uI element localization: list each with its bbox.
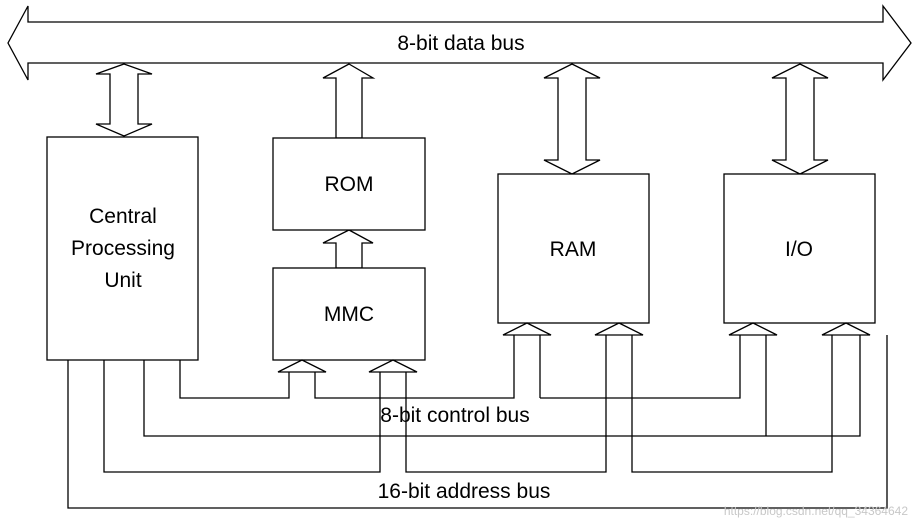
mmc-address-arrow — [368, 359, 418, 373]
rom-label: ROM — [325, 173, 374, 196]
cpu-label-line3: Unit — [104, 269, 142, 292]
mmc-control-arrow-1 — [277, 359, 327, 373]
rom-data-arrow — [322, 63, 376, 139]
io-data-arrow — [771, 63, 829, 175]
io-block — [723, 173, 876, 324]
cpu-block — [46, 136, 199, 361]
watermark: https://blog.csdn.net/qq_34364642 — [724, 504, 908, 518]
ram-label: RAM — [550, 238, 597, 261]
rom-block — [272, 137, 426, 231]
bus-mmc-4 — [405, 335, 607, 473]
bus-cpu-2 — [143, 335, 861, 437]
io-label: I/O — [785, 238, 813, 261]
io-arrow-right — [821, 322, 871, 336]
cpu-label-line1: Central — [89, 205, 157, 228]
ram-data-arrow — [543, 63, 601, 175]
io-wire-a — [540, 335, 741, 399]
ram-arrow-left — [502, 322, 552, 336]
ram-block — [497, 173, 650, 324]
data-bus-arrow — [7, 4, 912, 82]
cpu-label-line2: Processing — [71, 237, 175, 260]
bus-cpu-3 — [103, 360, 381, 473]
io-arrow-left — [728, 322, 778, 336]
data-bus-label: 8-bit data bus — [397, 32, 524, 55]
cpu-data-arrow — [95, 63, 153, 137]
address-bus-outer — [67, 335, 888, 509]
address-bus-label: 16-bit address bus — [378, 480, 551, 503]
control-bus-mmc-right — [314, 335, 515, 399]
ram-wire-b — [631, 335, 833, 473]
mmc-label: MMC — [324, 303, 374, 326]
mmc-block — [272, 267, 426, 361]
mmc-rom-arrow — [322, 229, 374, 269]
control-bus-label: 8-bit control bus — [380, 404, 529, 427]
control-bus-cpu-line — [179, 360, 290, 399]
ram-arrow-right — [594, 322, 644, 336]
